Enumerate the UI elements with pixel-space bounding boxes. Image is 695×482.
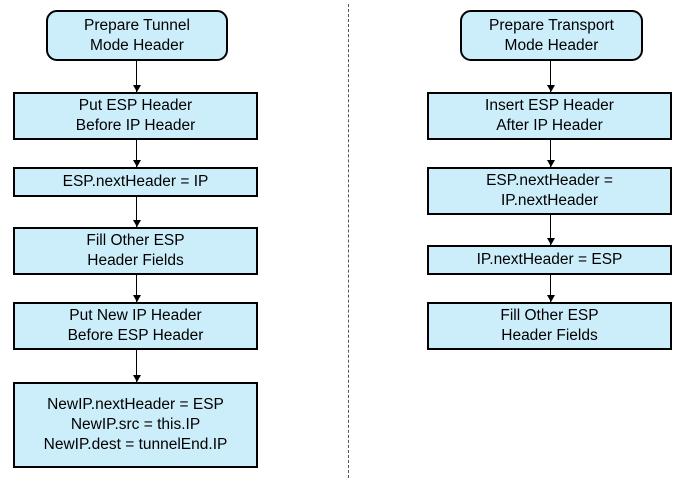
node-label: IP.nextHeader = ESP [476, 251, 623, 268]
edge-tunnel-4 [132, 275, 141, 302]
node-tunnel-put-new-ip-header[interactable]: Put New IP Header Before ESP Header [13, 302, 258, 350]
node-tunnel-esp-nextheader[interactable]: ESP.nextHeader = IP [13, 167, 258, 197]
vertical-dashed-divider [348, 4, 349, 478]
node-transport-start[interactable]: Prepare Transport Mode Header [460, 10, 643, 61]
edge-tunnel-1 [132, 61, 141, 92]
edge-tunnel-2 [132, 140, 141, 167]
node-tunnel-put-esp-header[interactable]: Put ESP Header Before IP Header [13, 92, 258, 140]
node-label: Prepare Transport Mode Header [489, 16, 614, 54]
node-tunnel-start[interactable]: Prepare Tunnel Mode Header [46, 10, 228, 61]
edge-transport-1 [546, 61, 555, 92]
node-label: Prepare Tunnel Mode Header [84, 16, 190, 54]
node-transport-esp-nextheader[interactable]: ESP.nextHeader = IP.nextHeader [427, 167, 672, 215]
node-label: ESP.nextHeader = IP.nextHeader [486, 172, 613, 209]
edge-tunnel-5 [132, 350, 141, 382]
edge-transport-3 [546, 215, 555, 245]
node-label: Insert ESP Header After IP Header [485, 97, 614, 134]
node-transport-fill-other-esp[interactable]: Fill Other ESP Header Fields [427, 302, 672, 350]
node-label: Put New IP Header Before ESP Header [67, 307, 204, 344]
edge-transport-4 [546, 275, 555, 302]
node-label: NewIP.nextHeader = ESP NewIP.src = this.… [43, 396, 228, 453]
node-label: Fill Other ESP Header Fields [500, 307, 599, 344]
edge-tunnel-3 [132, 197, 141, 227]
node-label: ESP.nextHeader = IP [62, 173, 209, 190]
node-label: Fill Other ESP Header Fields [86, 232, 185, 269]
node-tunnel-fill-other-esp[interactable]: Fill Other ESP Header Fields [13, 227, 258, 275]
node-tunnel-newip-fields[interactable]: NewIP.nextHeader = ESP NewIP.src = this.… [13, 382, 258, 468]
node-transport-ip-nextheader[interactable]: IP.nextHeader = ESP [427, 245, 672, 275]
node-label: Put ESP Header Before IP Header [75, 97, 196, 134]
edge-transport-2 [546, 140, 555, 167]
node-transport-insert-esp-header[interactable]: Insert ESP Header After IP Header [427, 92, 672, 140]
